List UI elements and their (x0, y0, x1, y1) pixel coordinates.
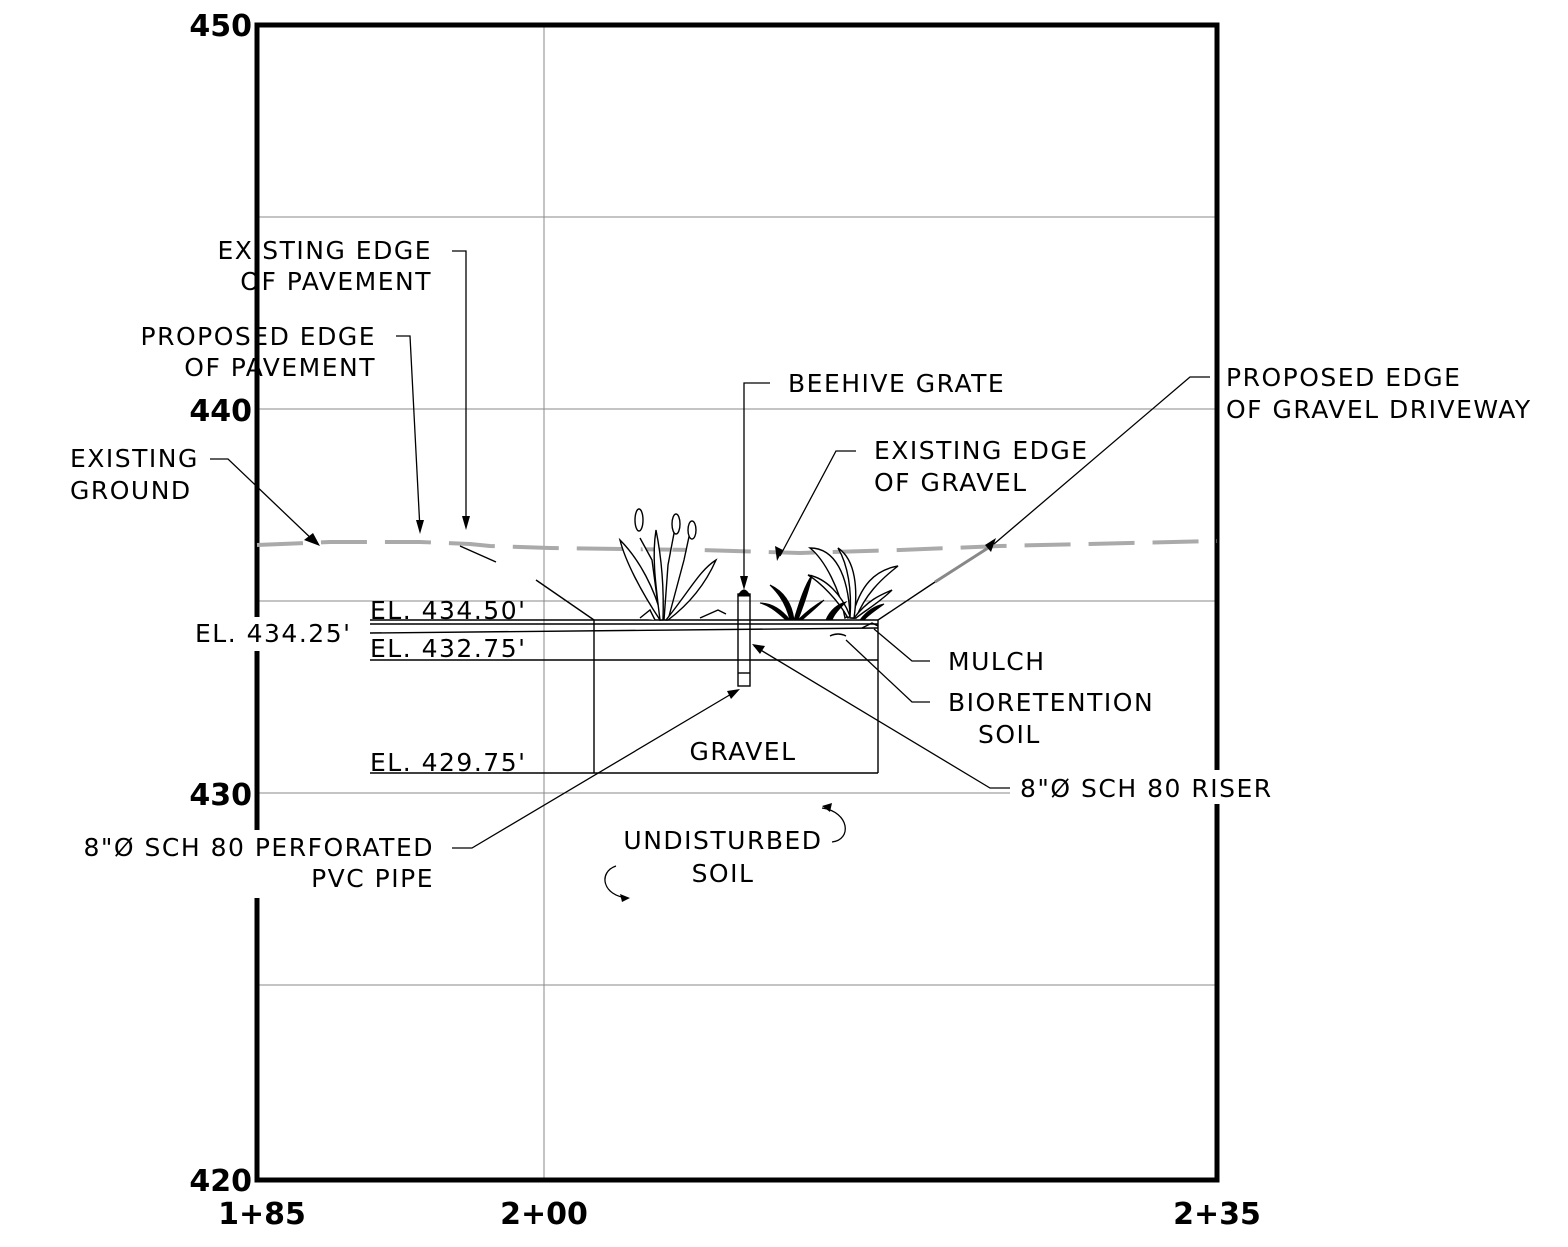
callout-labels: EXISTING EDGE OF PAVEMENT PROPOSED EDGE … (46, 236, 1532, 898)
y-tick-420: 420 (189, 1164, 252, 1199)
existing-edge-gravel-label-2: OF GRAVEL (874, 468, 1028, 497)
undisturbed-soil-label-1: UNDISTURBED (623, 826, 822, 855)
beehive-grate-label: BEEHIVE GRATE (788, 369, 1005, 398)
grass-plant-icon (759, 574, 825, 621)
x-tick-200: 2+00 (500, 1197, 588, 1232)
existing-ground-label-1: EXISTING (70, 444, 199, 473)
proposed-edge-pavement-label-1: PROPOSED EDGE (141, 322, 376, 351)
leader-lines (210, 250, 1210, 902)
y-axis-labels: 450 440 430 420 (189, 9, 252, 1199)
elevation-429-75: EL. 429.75' (370, 748, 526, 777)
bioretention-soil-label-1: BIORETENTION (948, 688, 1154, 717)
x-tick-185: 1+85 (218, 1197, 306, 1232)
undisturbed-soil-label-2: SOIL (692, 859, 755, 888)
bioretention-soil-label-2: SOIL (978, 720, 1041, 749)
proposed-driveway-slope (934, 546, 989, 584)
elevation-434-50: EL. 434.50' (370, 596, 526, 625)
proposed-edge-driveway-label-2: OF GRAVEL DRIVEWAY (1226, 395, 1532, 424)
proposed-edge-driveway-label-1: PROPOSED EDGE (1226, 363, 1461, 392)
beehive-grate-icon (737, 589, 751, 597)
existing-edge-pavement-label-1: EXISTING EDGE (217, 236, 432, 265)
broadleaf-plant-icon (807, 547, 899, 621)
cattail-plant-icon (618, 508, 727, 622)
existing-ground-line (256, 539, 1218, 556)
y-tick-440: 440 (189, 394, 252, 429)
perforated-pipe-label-1: 8"Ø SCH 80 PERFORATED (84, 833, 435, 862)
riser-label: 8"Ø SCH 80 RISER (1020, 774, 1273, 803)
x-tick-235: 2+35 (1173, 1197, 1261, 1232)
bioretention-section (369, 545, 936, 774)
existing-edge-gravel-label-1: EXISTING EDGE (874, 436, 1089, 465)
existing-edge-pavement-label-2: OF PAVEMENT (240, 267, 432, 296)
elevation-434-25: EL. 434.25' (195, 619, 351, 648)
gravel-label: GRAVEL (689, 737, 796, 766)
existing-ground-label-2: GROUND (70, 476, 192, 505)
y-tick-450: 450 (189, 9, 252, 44)
x-axis-labels: 1+85 2+00 2+35 (218, 1197, 1261, 1232)
profile-frame (254, 22, 1220, 1183)
grid-lines (257, 25, 1217, 1180)
y-tick-430: 430 (189, 778, 252, 813)
mulch-label: MULCH (948, 647, 1046, 676)
elevation-labels: EL. 434.50' EL. 432.75' EL. 429.75' EL. … (190, 596, 526, 777)
elevation-432-75: EL. 432.75' (370, 634, 526, 663)
riser-pipe (737, 589, 751, 687)
perforated-pipe-label-2: PVC PIPE (311, 864, 434, 893)
proposed-edge-pavement-label-2: OF PAVEMENT (184, 353, 376, 382)
